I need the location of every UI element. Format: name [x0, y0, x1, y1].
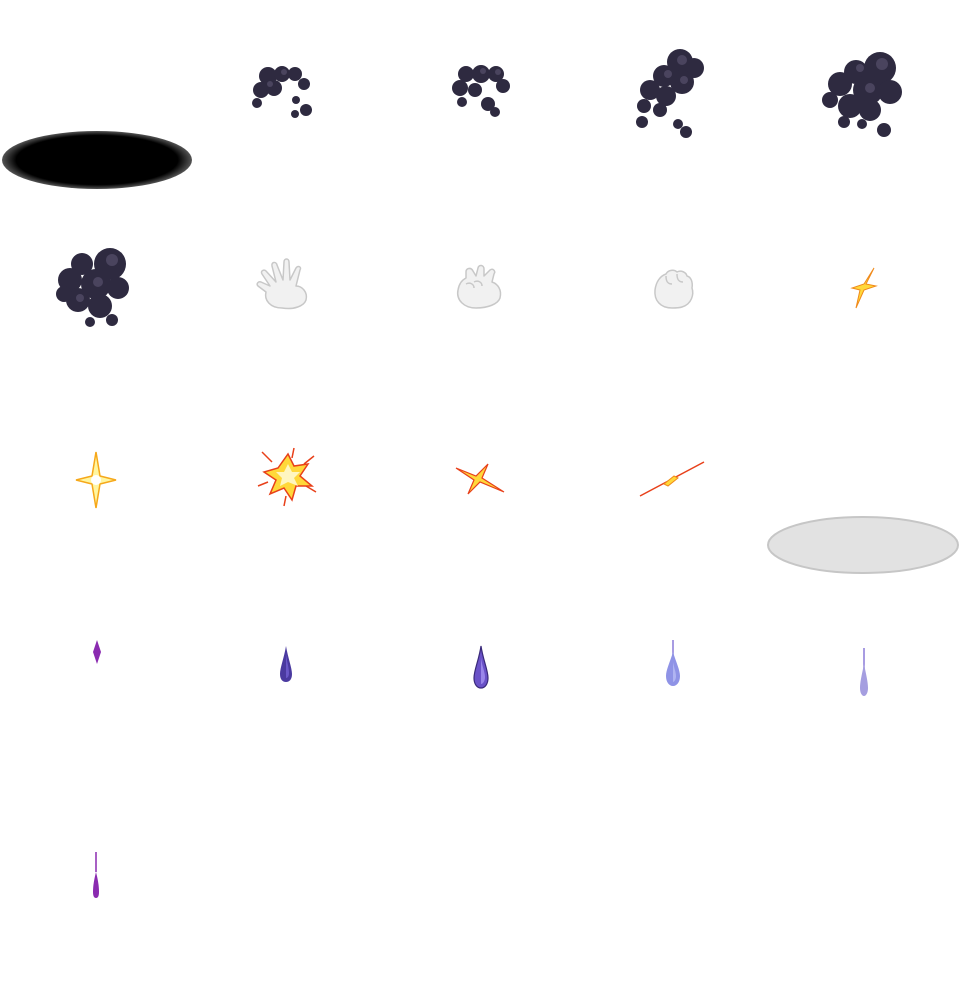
droplet-small-indigo [280, 646, 292, 682]
smoke-puff-small-1 [252, 66, 312, 118]
shadow-ellipse-light [767, 516, 959, 574]
smoke-puff-xlarge [56, 248, 129, 327]
glove-half-closed [456, 264, 502, 309]
spark-flat [455, 463, 505, 495]
spark-small-diagonal [850, 267, 878, 309]
glove-open-hand [256, 258, 308, 310]
spark-streak [639, 461, 705, 497]
sparkle-star [75, 451, 117, 509]
smoke-puff-small-2 [452, 65, 510, 117]
droplet-tiny-purple [93, 640, 101, 664]
smoke-puff-large [822, 52, 902, 137]
droplet-tail-lavender [666, 640, 680, 686]
impact-burst [257, 447, 317, 507]
shadow-ellipse-dark [2, 131, 192, 189]
droplet-streak-purple [93, 852, 99, 898]
glove-fist [654, 269, 694, 309]
droplet-medium-violet [473, 645, 489, 689]
smoke-puff-medium [636, 49, 704, 138]
droplet-streak-lavender [860, 648, 868, 696]
